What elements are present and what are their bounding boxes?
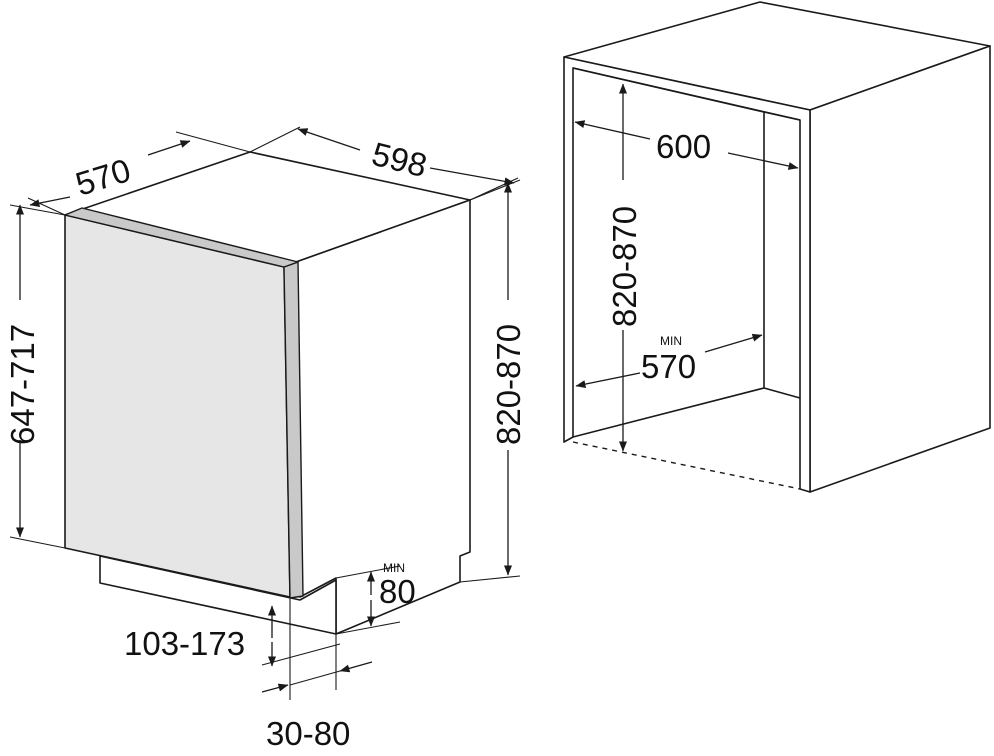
label-recess: 30-80 bbox=[266, 715, 350, 752]
niche-back-wall bbox=[572, 67, 765, 438]
label-door-offset: 103-173 bbox=[124, 625, 245, 662]
dimension-plinth-80: MIN 80 bbox=[335, 561, 416, 635]
dimension-depth-570: 570 bbox=[27, 131, 251, 216]
label-niche-min: MIN bbox=[660, 334, 682, 348]
dishwasher-door-top-edge bbox=[64, 207, 299, 268]
label-plinth-80: 80 bbox=[379, 573, 416, 610]
dimension-niche-depth: MIN 570 bbox=[575, 333, 763, 389]
label-niche-depth: 570 bbox=[641, 348, 696, 385]
niche-outer-side bbox=[809, 45, 991, 493]
dishwasher-door bbox=[64, 214, 291, 598]
dimension-niche-width: 600 bbox=[574, 120, 799, 170]
dimension-niche-height: 820-870 bbox=[606, 83, 643, 452]
dimension-appliance-height: 820-870 bbox=[459, 179, 527, 583]
dimension-door-offset: 103-173 bbox=[124, 598, 341, 700]
label-appliance-height: 820-870 bbox=[490, 324, 527, 445]
dimension-recess: 30-80 bbox=[261, 634, 373, 752]
niche-floor-dashed bbox=[572, 441, 801, 490]
niche-front-frame bbox=[563, 56, 811, 493]
label-width-598: 598 bbox=[368, 135, 430, 184]
label-niche-width: 600 bbox=[656, 128, 711, 165]
niche-drawing bbox=[563, 1, 991, 493]
dishwasher-drawing bbox=[64, 151, 471, 635]
label-door-height: 647-717 bbox=[4, 324, 41, 445]
label-niche-height: 820-870 bbox=[606, 206, 643, 327]
dimension-door-height: 647-717 bbox=[4, 204, 66, 549]
label-plinth-min: MIN bbox=[383, 561, 405, 575]
